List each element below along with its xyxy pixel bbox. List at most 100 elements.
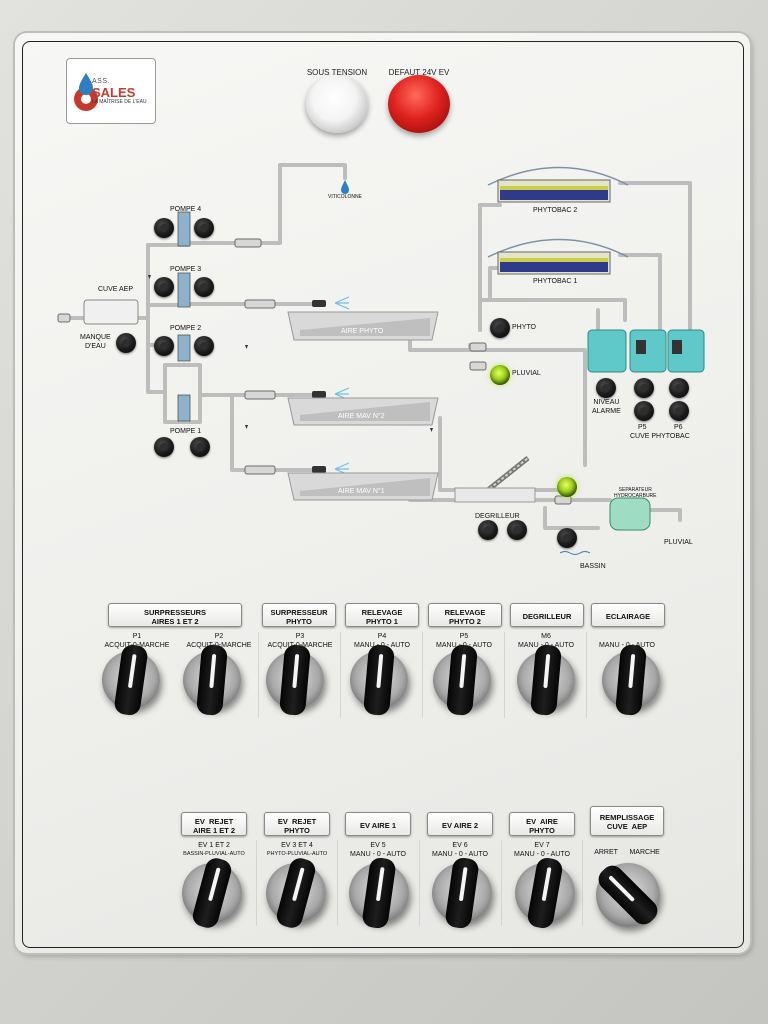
- p2-tag: P2: [214, 633, 224, 640]
- ev34-tag: EV 3 ET 4: [281, 842, 313, 849]
- degrilleur-left-button[interactable]: [478, 520, 498, 540]
- power-on-lamp: [306, 75, 368, 133]
- manque-eau-button[interactable]: [116, 333, 136, 353]
- eclairage-selector-switch[interactable]: [602, 644, 660, 716]
- pompe3-left-button[interactable]: [154, 277, 174, 297]
- ev7-tag: EV 7: [534, 842, 550, 849]
- eclairage-plate: ECLAIRAGE: [591, 603, 665, 627]
- pluvial-light-label: PLUVIAL: [512, 370, 541, 377]
- cuve-aep-label: CUVE AEP: [98, 286, 134, 293]
- pompe3-label: POMPE 3: [170, 266, 202, 273]
- logo-brand: SALES: [92, 85, 136, 100]
- degrilleur-label: DEGRILLEUR: [475, 513, 520, 520]
- phytobac1-label: PHYTOBAC 1: [533, 278, 578, 285]
- p6-lower-button[interactable]: [669, 401, 689, 421]
- logo-tagline: LA MAÎTRISE DE L'EAU: [92, 99, 147, 105]
- aire-mav2-label: AIRE MAV N°2: [338, 413, 385, 420]
- ev-aire2-plate: EV AIRE 2: [427, 812, 493, 836]
- pompe2-left-button[interactable]: [154, 336, 174, 356]
- ev34-selector-switch[interactable]: [266, 855, 326, 931]
- logo-small-text: ASS.: [92, 78, 110, 85]
- aire-mav1-label: AIRE MAV N°1: [338, 488, 385, 495]
- divider: [337, 840, 338, 926]
- p1-tag: P1: [132, 633, 142, 640]
- manque-eau-label: MANQUE D'EAU: [80, 334, 111, 350]
- pluvial-outlet-label: PLUVIAL: [664, 539, 693, 546]
- pompe2-label: POMPE 2: [170, 325, 202, 332]
- cuve-phytobac-label: CUVE PHYTOBAC: [630, 433, 690, 440]
- panel-border: [22, 41, 744, 948]
- divider: [422, 632, 423, 718]
- pompe4-left-button[interactable]: [154, 218, 174, 238]
- fault-24v-lamp: [388, 75, 450, 133]
- pompe1-right-button[interactable]: [190, 437, 210, 457]
- divider: [586, 632, 587, 718]
- divider: [501, 840, 502, 926]
- p6-label: P6: [674, 424, 683, 431]
- p5-lower-button[interactable]: [634, 401, 654, 421]
- phytobac2-label: PHYTOBAC 2: [533, 207, 578, 214]
- relevage-phyto2-plate: RELEVAGE PHYTO 2: [428, 603, 502, 627]
- divider: [256, 840, 257, 926]
- fault-light-label: DEFAUT 24V EV: [388, 68, 450, 77]
- p5-upper-button[interactable]: [634, 378, 654, 398]
- degrilleur-indicator-light: [557, 477, 577, 497]
- degrilleur-right-button[interactable]: [507, 520, 527, 540]
- degrilleur-plate: DEGRILLEUR: [510, 603, 584, 627]
- pompe3-right-button[interactable]: [194, 277, 214, 297]
- ev12-positions: BASSIN-PLUVIAL-AUTO: [183, 851, 245, 857]
- ev5-selector-switch[interactable]: [349, 856, 409, 930]
- phyto-light-label: PHYTO: [512, 324, 536, 331]
- pompe1-left-button[interactable]: [154, 437, 174, 457]
- pompe2-right-button[interactable]: [194, 336, 214, 356]
- ev12-tag: EV 1 ET 2: [198, 842, 230, 849]
- niveau-alarme-button[interactable]: [596, 378, 616, 398]
- surpresseurs-plate: SURPRESSEURS AIRES 1 ET 2: [108, 603, 242, 627]
- divider: [258, 632, 259, 718]
- p5-tag: P5: [459, 633, 469, 640]
- ev7-positions: MANU - 0 - AUTO: [514, 851, 570, 858]
- ev6-tag: EV 6: [452, 842, 468, 849]
- divider: [504, 632, 505, 718]
- pompe4-right-button[interactable]: [194, 218, 214, 238]
- m6-selector-switch[interactable]: [517, 644, 575, 716]
- p5-selector-switch[interactable]: [433, 644, 491, 716]
- ev-rejet-aire-plate: EV REJET AIRE 1 ET 2: [181, 812, 247, 836]
- logo-icon: [74, 73, 98, 111]
- viticolonne-label: VITICOLONNE: [328, 194, 362, 200]
- ev5-tag: EV 5: [370, 842, 386, 849]
- relevage-phyto1-plate: RELEVAGE PHYTO 1: [345, 603, 419, 627]
- separateur-label: SEPARATEUR HYDROCARBURE: [614, 487, 657, 499]
- p3-selector-switch[interactable]: [266, 644, 324, 716]
- ev-aire-phyto-plate: EV AIRE PHYTO: [509, 812, 575, 836]
- p6-upper-button[interactable]: [669, 378, 689, 398]
- m6-tag: M6: [541, 633, 551, 640]
- ev7-selector-switch[interactable]: [515, 856, 575, 930]
- p3-tag: P3: [295, 633, 305, 640]
- bassin-button[interactable]: [557, 528, 577, 548]
- ev5-positions: MANU - 0 - AUTO: [350, 851, 406, 858]
- remplissage-selector-switch[interactable]: [594, 861, 662, 929]
- p1-selector-switch[interactable]: [102, 643, 160, 717]
- pompe4-label: POMPE 4: [170, 206, 202, 213]
- divider: [582, 840, 583, 926]
- pluvial-indicator-light: [490, 365, 510, 385]
- p2-selector-switch[interactable]: [183, 644, 241, 716]
- ev6-selector-switch[interactable]: [432, 856, 492, 930]
- divider: [419, 840, 420, 926]
- surpresseur-phyto-plate: SURPRESSEUR PHYTO: [262, 603, 336, 627]
- pompe1-label: POMPE 1: [170, 428, 202, 435]
- remplissage-cuve-plate: REMPLISSAGE CUVE AEP: [590, 806, 664, 836]
- logo-plate: [66, 58, 156, 124]
- phyto-button[interactable]: [490, 318, 510, 338]
- ev34-positions: PHYTO-PLUVIAL-AUTO: [266, 851, 328, 857]
- p4-tag: P4: [377, 633, 387, 640]
- bassin-label: BASSIN: [580, 563, 606, 570]
- ev12-selector-switch[interactable]: [182, 855, 242, 931]
- power-light-label: SOUS TENSION: [306, 68, 368, 77]
- divider: [340, 632, 341, 718]
- p4-selector-switch[interactable]: [350, 644, 408, 716]
- ev-aire1-plate: EV AIRE 1: [345, 812, 411, 836]
- aire-phyto-label: AIRE PHYTO: [341, 328, 384, 335]
